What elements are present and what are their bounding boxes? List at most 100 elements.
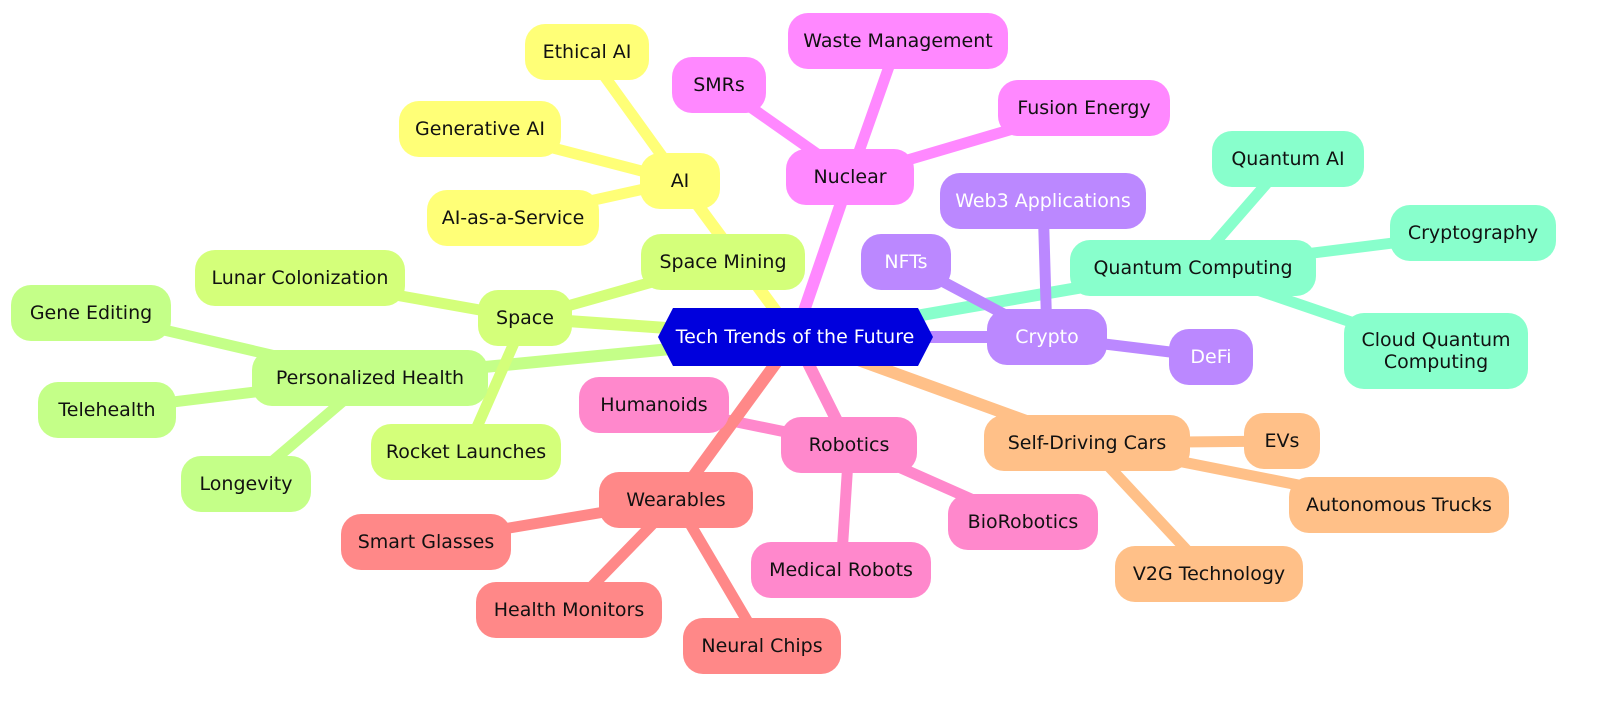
branch-quantum: Quantum Computing <box>1070 240 1316 296</box>
leaf-generative-ai: Generative AI <box>399 101 561 157</box>
leaf-biorobotics-label: BioRobotics <box>968 511 1079 533</box>
leaf-biorobotics-box <box>948 494 1098 550</box>
branch-ai: AI <box>640 153 720 209</box>
leaf-defi-label: DeFi <box>1190 346 1231 368</box>
branch-robotics: Robotics <box>781 417 917 473</box>
leaf-evs: EVs <box>1244 413 1320 469</box>
leaf-defi-box <box>1169 329 1253 385</box>
leaf-smart-glasses: Smart Glasses <box>341 514 511 570</box>
branch-space-label: Space <box>496 307 554 329</box>
leaf-humanoids-label: Humanoids <box>600 394 707 416</box>
branch-robotics-box <box>781 417 917 473</box>
leaf-waste-management-box <box>788 13 1008 69</box>
branch-crypto: Crypto <box>987 309 1107 365</box>
branch-selfdriving-box <box>984 415 1190 471</box>
leaf-neural-chips-box <box>683 618 841 674</box>
leaf-medical-robots: Medical Robots <box>751 542 931 598</box>
branch-wearables-label: Wearables <box>626 489 725 511</box>
branch-nuclear-label: Nuclear <box>813 166 886 188</box>
leaf-fusion-energy-label: Fusion Energy <box>1017 97 1150 119</box>
branch-ai-box <box>640 153 720 209</box>
leaf-telehealth: Telehealth <box>38 382 176 438</box>
leaf-rocket-launches-box <box>371 424 561 480</box>
branch-health-label: Personalized Health <box>276 367 464 389</box>
leaf-smrs: SMRs <box>672 57 766 113</box>
leaf-web3-applications: Web3 Applications <box>940 173 1146 229</box>
leaf-ethical-ai: Ethical AI <box>525 24 649 80</box>
leaf-space-mining-label: Space Mining <box>659 251 786 273</box>
leaf-waste-management-label: Waste Management <box>803 30 992 52</box>
leaf-cloud-quantum-computing-box <box>1344 313 1528 389</box>
leaf-v2g-technology-box <box>1115 546 1303 602</box>
leaf-ai-as-a-service-label: AI-as-a-Service <box>442 207 585 229</box>
leaf-medical-robots-label: Medical Robots <box>769 559 913 581</box>
branch-wearables-box <box>599 472 753 528</box>
branch-selfdriving: Self-Driving Cars <box>984 415 1190 471</box>
root-label: Tech Trends of the Future <box>675 326 915 348</box>
leaf-smart-glasses-label: Smart Glasses <box>358 531 495 553</box>
leaf-ai-as-a-service-box <box>427 190 599 246</box>
leaf-web3-applications-box <box>940 173 1146 229</box>
leaf-gene-editing-label: Gene Editing <box>30 302 152 324</box>
leaf-quantum-ai: Quantum AI <box>1212 131 1364 187</box>
leaf-humanoids-box <box>579 377 729 433</box>
leaf-space-mining-box <box>641 234 805 290</box>
leaf-autonomous-trucks-box <box>1289 477 1509 533</box>
leaf-nfts: NFTs <box>861 234 951 290</box>
leaf-longevity: Longevity <box>181 456 311 512</box>
leaf-smart-glasses-box <box>341 514 511 570</box>
leaf-quantum-ai-label: Quantum AI <box>1231 148 1344 170</box>
leaf-telehealth-label: Telehealth <box>57 399 155 421</box>
leaf-telehealth-box <box>38 382 176 438</box>
leaf-cryptography: Cryptography <box>1390 205 1556 261</box>
leaf-lunar-colonization-label: Lunar Colonization <box>212 267 389 289</box>
leaf-rocket-launches-label: Rocket Launches <box>386 441 546 463</box>
leaf-space-mining: Space Mining <box>641 234 805 290</box>
root-hexagon <box>658 308 933 366</box>
leaf-evs-label: EVs <box>1265 430 1300 452</box>
leaf-gene-editing-box <box>11 285 171 341</box>
branch-robotics-label: Robotics <box>809 434 890 456</box>
leaf-health-monitors: Health Monitors <box>476 582 662 638</box>
leaf-generative-ai-box <box>399 101 561 157</box>
branch-space: Space <box>478 290 572 346</box>
leaf-cryptography-label: Cryptography <box>1408 222 1538 244</box>
branch-selfdriving-label: Self-Driving Cars <box>1008 432 1167 454</box>
leaf-cryptography-box <box>1390 205 1556 261</box>
leaf-v2g-technology: V2G Technology <box>1115 546 1303 602</box>
leaf-quantum-ai-box <box>1212 131 1364 187</box>
branch-crypto-label: Crypto <box>1015 326 1078 348</box>
leaf-generative-ai-label: Generative AI <box>415 118 545 140</box>
branch-health-box <box>252 350 488 406</box>
leaf-longevity-label: Longevity <box>200 473 293 495</box>
branch-nuclear: Nuclear <box>786 149 914 205</box>
leaf-rocket-launches: Rocket Launches <box>371 424 561 480</box>
leaf-smrs-box <box>672 57 766 113</box>
leaf-waste-management: Waste Management <box>788 13 1008 69</box>
branch-quantum-label: Quantum Computing <box>1093 257 1292 279</box>
leaf-ai-as-a-service: AI-as-a-Service <box>427 190 599 246</box>
leaf-defi: DeFi <box>1169 329 1253 385</box>
root-node: Tech Trends of the Future <box>658 308 933 366</box>
leaf-evs-box <box>1244 413 1320 469</box>
leaf-neural-chips-label: Neural Chips <box>701 635 822 657</box>
leaf-nfts-box <box>861 234 951 290</box>
leaf-biorobotics: BioRobotics <box>948 494 1098 550</box>
leaf-smrs-label: SMRs <box>693 74 745 96</box>
leaf-autonomous-trucks: Autonomous Trucks <box>1289 477 1509 533</box>
branch-quantum-box <box>1070 240 1316 296</box>
leaf-longevity-box <box>181 456 311 512</box>
leaf-humanoids: Humanoids <box>579 377 729 433</box>
leaf-nfts-label: NFTs <box>884 251 927 273</box>
leaf-fusion-energy-box <box>998 80 1170 136</box>
branch-wearables: Wearables <box>599 472 753 528</box>
leaf-gene-editing: Gene Editing <box>11 285 171 341</box>
leaf-ethical-ai-label: Ethical AI <box>543 41 632 63</box>
leaf-medical-robots-box <box>751 542 931 598</box>
leaf-lunar-colonization: Lunar Colonization <box>195 250 405 306</box>
leaf-v2g-technology-label: V2G Technology <box>1133 563 1285 585</box>
branch-crypto-box <box>987 309 1107 365</box>
branch-nuclear-box <box>786 149 914 205</box>
